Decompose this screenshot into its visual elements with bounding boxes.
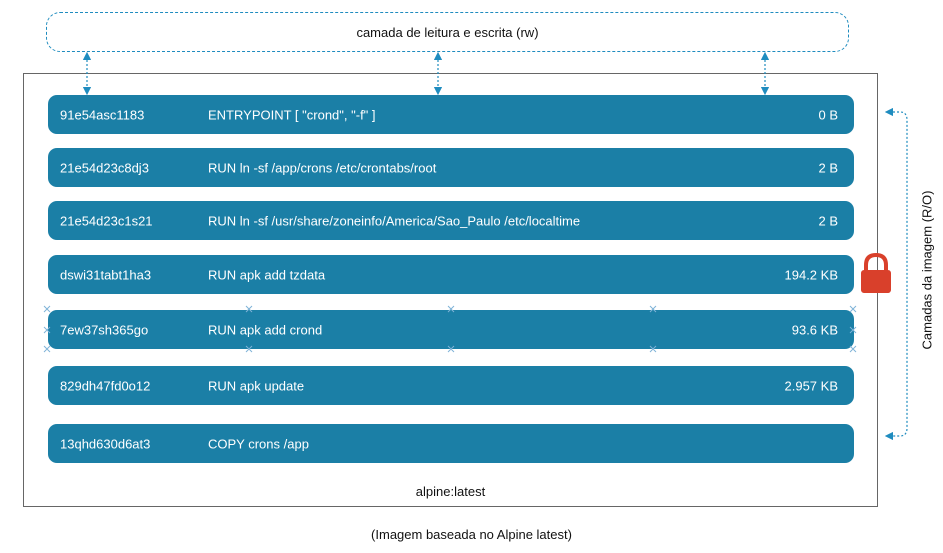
layer-row: 91e54asc1183 ENTRYPOINT [ "crond", "-f" … bbox=[48, 95, 854, 134]
layer-id: 21e54d23c1s21 bbox=[60, 213, 153, 228]
layer-row: dswi31tabt1ha3 RUN apk add tzdata 194.2 … bbox=[48, 255, 854, 294]
layer-row: 21e54d23c1s21 RUN ln -sf /usr/share/zone… bbox=[48, 201, 854, 240]
layer-id: 21e54d23c8dj3 bbox=[60, 160, 149, 175]
layer-size: 2 B bbox=[818, 213, 838, 228]
lock-icon bbox=[861, 252, 891, 293]
layer-id: 7ew37sh365go bbox=[60, 322, 149, 337]
layer-size: 93.6 KB bbox=[791, 322, 838, 337]
layer-id: 829dh47fd0o12 bbox=[60, 378, 151, 393]
layer-row: 21e54d23c8dj3 RUN ln -sf /app/crons /etc… bbox=[48, 148, 854, 187]
layer-size: 194.2 KB bbox=[784, 267, 839, 282]
layer-size: 2 B bbox=[818, 160, 838, 175]
layer-command: RUN apk add tzdata bbox=[208, 267, 326, 282]
layer-size: 0 B bbox=[818, 107, 838, 122]
layer-command: RUN ln -sf /app/crons /etc/crontabs/root bbox=[208, 160, 437, 175]
layer-id: 13qhd630d6at3 bbox=[60, 436, 151, 451]
rw-layer-label: camada de leitura e escrita (rw) bbox=[356, 24, 539, 40]
rw-layer-box: camada de leitura e escrita (rw) bbox=[46, 12, 849, 52]
layer-row: 13qhd630d6at3 COPY crons /app bbox=[48, 424, 854, 463]
layer-row: 7ew37sh365go RUN apk add crond 93.6 KB bbox=[48, 310, 854, 349]
layer-command: RUN apk update bbox=[208, 378, 305, 393]
selection-handles bbox=[43, 305, 857, 353]
ro-bracket-arrow bbox=[884, 107, 908, 441]
layer-id: 91e54asc1183 bbox=[60, 107, 145, 122]
layer-row: 829dh47fd0o12 RUN apk update 2.957 KB bbox=[48, 366, 854, 405]
layer-size: 2.957 KB bbox=[784, 378, 839, 393]
image-label: alpine:latest bbox=[415, 484, 486, 499]
layer-id: dswi31tabt1ha3 bbox=[60, 267, 152, 282]
layer-command: COPY crons /app bbox=[208, 436, 309, 451]
figure-caption: (Imagem baseada no Alpine latest) bbox=[371, 527, 572, 542]
layer-command: RUN ln -sf /usr/share/zoneinfo/America/S… bbox=[208, 213, 581, 228]
layer-command: ENTRYPOINT [ "crond", "-f" ] bbox=[208, 107, 376, 122]
layer-command: RUN apk add crond bbox=[208, 322, 323, 337]
